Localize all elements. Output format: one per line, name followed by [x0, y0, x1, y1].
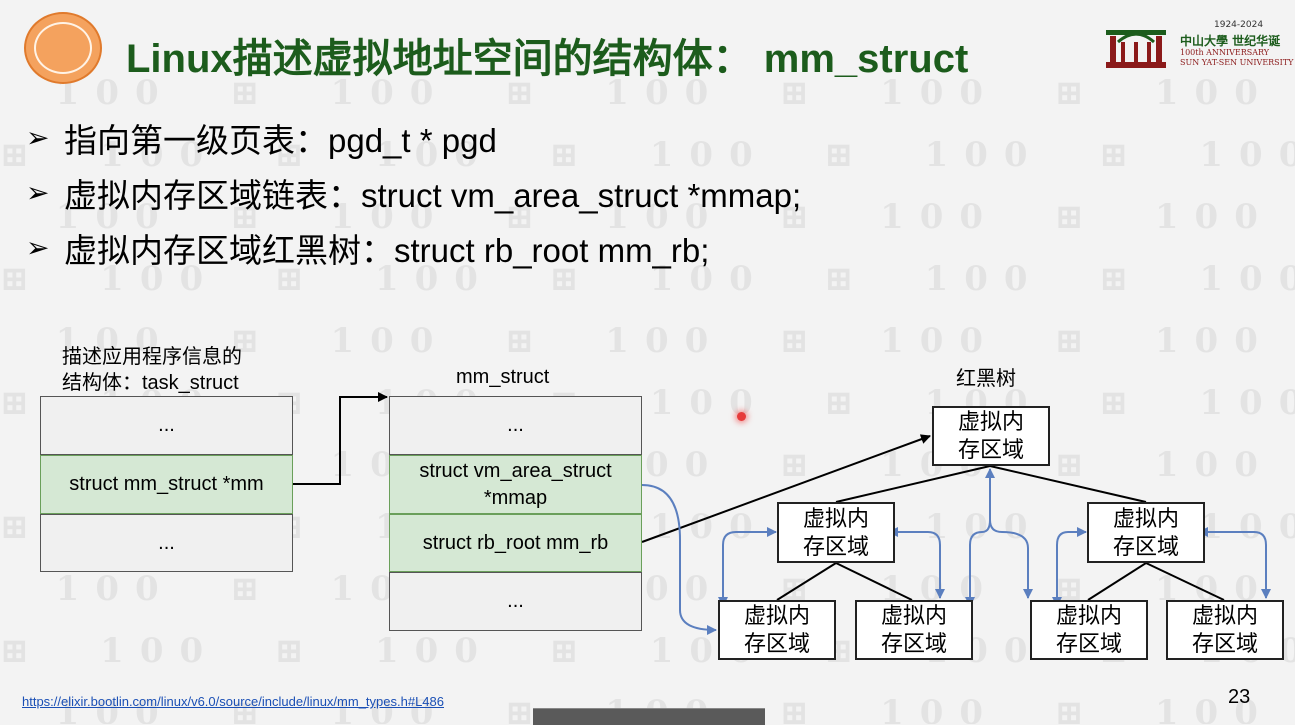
mm-struct-row: ...: [389, 572, 642, 631]
university-years: 1924-2024: [1214, 20, 1264, 30]
list-link-1: [718, 527, 777, 607]
university-name-cn: 中山大學 世纪华诞: [1180, 34, 1281, 48]
task-struct-row: ...: [40, 514, 293, 572]
node-text: 存区域: [743, 631, 810, 656]
university-anniversary: 100th ANNIVERSARY: [1180, 48, 1270, 57]
node-text: 虚拟内: [1055, 603, 1122, 628]
bullet-text: 虚拟内存区域红黑树：struct rb_root mm_rb;: [64, 231, 710, 269]
task-struct-row: ...: [40, 396, 293, 455]
bullet-item: ➢ 虚拟内存区域红黑树：struct rb_root mm_rb;: [26, 220, 801, 275]
node-text: 虚拟内: [880, 603, 947, 628]
tree-node-left: 虚拟内存区域: [777, 502, 895, 563]
bullet-item: ➢ 虚拟内存区域链表：struct vm_area_struct *mmap;: [26, 165, 801, 220]
task-struct-label-line2: 结构体：task_struct: [62, 372, 239, 394]
node-text: 虚拟内: [1112, 505, 1179, 531]
bullet-text: 指向第一级页表：pgd_t * pgd: [64, 121, 497, 159]
node-text: 存区域: [1191, 631, 1258, 656]
tree-node-leaf: 虚拟内存区域: [718, 600, 836, 660]
university-name-en: SUN YAT-SEN UNIVERSITY: [1180, 58, 1294, 67]
mm-struct-row: ...: [389, 396, 642, 455]
tree-node-root: 虚拟内存区域: [932, 406, 1050, 466]
bullet-arrow-icon: ➢: [26, 122, 50, 153]
video-taskbar: [533, 708, 765, 725]
node-text: 存区域: [1055, 631, 1122, 656]
slide-logo-badge: [24, 12, 102, 84]
university-logo: [1104, 18, 1284, 76]
list-link-5: [1052, 527, 1087, 607]
mm-struct-mmrb-row: struct rb_root mm_rb: [389, 514, 642, 572]
node-text: 存区域: [802, 533, 869, 559]
list-link-3: [965, 468, 995, 607]
list-link-4: [989, 519, 1033, 599]
tree-node-leaf: 虚拟内存区域: [1030, 600, 1148, 660]
bullet-item: ➢ 指向第一级页表：pgd_t * pgd: [26, 110, 801, 165]
laser-pointer-dot: [737, 412, 746, 421]
node-text: 虚拟内: [743, 603, 810, 628]
node-text: 存区域: [880, 631, 947, 656]
list-link-6: [1198, 527, 1271, 599]
node-text: 虚拟内: [802, 505, 869, 531]
bullet-list: ➢ 指向第一级页表：pgd_t * pgd ➢ 虚拟内存区域链表：struct …: [26, 110, 801, 275]
bullet-text: 虚拟内存区域链表：struct vm_area_struct *mmap;: [64, 176, 802, 214]
tree-node-leaf: 虚拟内存区域: [855, 600, 973, 660]
list-link-2: [888, 527, 945, 599]
source-link[interactable]: https://elixir.bootlin.com/linux/v6.0/so…: [22, 694, 444, 709]
tree-node-leaf: 虚拟内存区域: [1166, 600, 1284, 660]
slide-title: Linux描述虚拟地址空间的结构体： mm_struct: [126, 37, 969, 81]
bullet-arrow-icon: ➢: [26, 177, 50, 208]
task-struct-label-line1: 描述应用程序信息的: [62, 346, 242, 368]
bullet-arrow-icon: ➢: [26, 232, 50, 263]
task-to-mm-arrow: [292, 392, 388, 485]
task-struct-mm-row: struct mm_struct *mm: [40, 455, 293, 514]
node-text: 虚拟内: [1191, 603, 1258, 628]
tree-node-right: 虚拟内存区域: [1087, 502, 1205, 563]
rb-to-root-arrow: [641, 434, 931, 543]
mmap-to-leaf-arrow: [641, 484, 717, 635]
page-number: 23: [1228, 686, 1251, 708]
mm-struct-label: mm_struct: [456, 366, 550, 388]
node-text: 存区域: [1112, 533, 1179, 559]
gate-icon: [1106, 30, 1166, 68]
mm-struct-mmap-row: struct vm_area_struct *mmap: [389, 455, 642, 514]
rb-tree-label: 红黑树: [956, 368, 1016, 390]
node-text: 虚拟内: [957, 409, 1024, 434]
node-text: 存区域: [957, 437, 1024, 462]
